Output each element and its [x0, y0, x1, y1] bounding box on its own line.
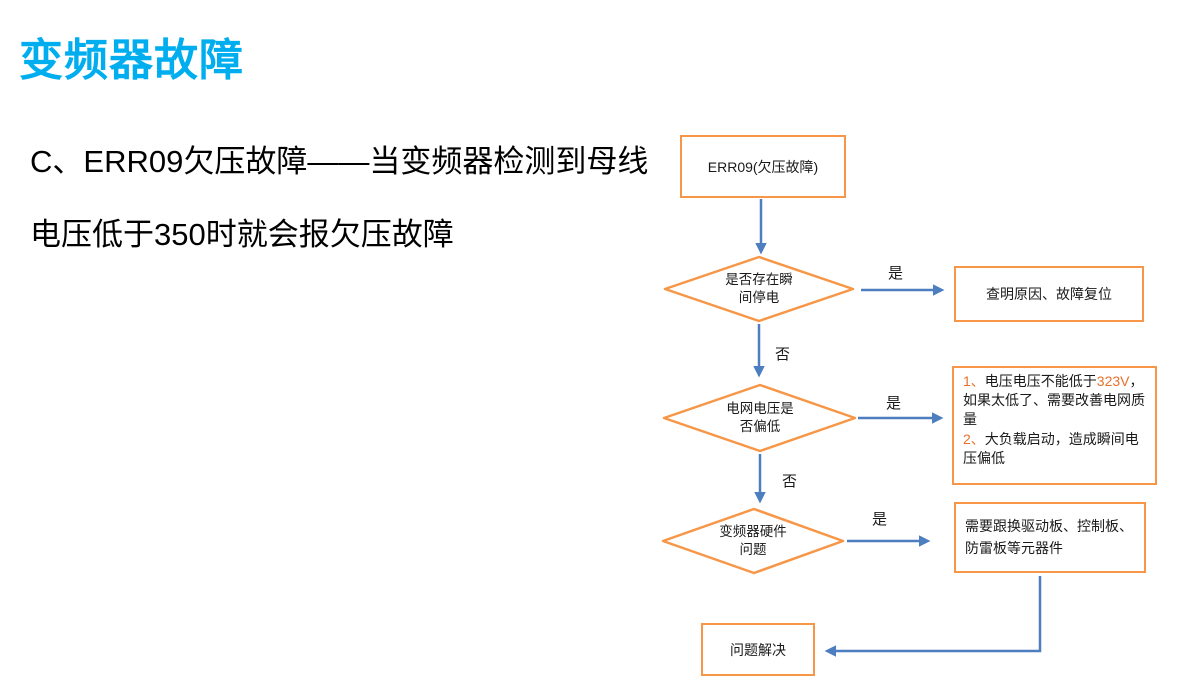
- result-node-replace-boards-label: 需要跟换驱动板、控制板、 防雷板等元器件: [965, 517, 1133, 556]
- start-node-err09: ERR09(欠压故障): [680, 135, 846, 198]
- decision3-label: 变频器硬件 问题: [719, 524, 787, 557]
- result-node-reset-fault: 查明原因、故障复位: [954, 266, 1144, 322]
- edge-label-no-2: 否: [782, 473, 798, 490]
- voltage-highlight: 323V: [1096, 373, 1130, 389]
- decision1-label: 是否存在瞬 间停电: [725, 272, 793, 305]
- decision-diamond-grid-voltage: [662, 383, 857, 453]
- body-text-line-2: 电压低于350时就会报欠压故障: [30, 217, 454, 252]
- decision2-label: 电网电压是 否偏低: [726, 401, 794, 434]
- list-number-1: 1、: [963, 373, 985, 389]
- connector-result3-to-end: [824, 576, 1042, 657]
- end-node-label: 问题解决: [730, 641, 786, 658]
- edge-label-yes-3: 是: [872, 511, 888, 528]
- decision-diamond-momentary-outage: [663, 255, 855, 323]
- end-node-problem-solved: 问题解决: [701, 623, 815, 676]
- body-text-line-1: C、ERR09欠压故障——当变频器检测到母线: [30, 144, 649, 179]
- page-title: 变频器故障: [19, 36, 244, 85]
- list-number-2: 2、: [963, 430, 985, 447]
- edge-label-yes-2: 是: [886, 395, 902, 412]
- edge-label-yes-1: 是: [888, 265, 904, 282]
- result-node-grid-voltage-advice: 1、电压电压不能低于323V， 如果太低了、需要改善电网质 量 2、大负载启动，…: [952, 366, 1157, 485]
- result-node-reset-fault-label: 查明原因、故障复位: [986, 286, 1112, 302]
- edge-label-no-1: 否: [775, 346, 791, 363]
- start-node-label: ERR09(欠压故障): [707, 158, 819, 175]
- decision-diamond-hardware-problem: [661, 507, 845, 575]
- result-node-replace-boards: 需要跟换驱动板、控制板、 防雷板等元器件: [954, 502, 1146, 573]
- result-node-grid-voltage-text: 1、电压电压不能低于323V， 如果太低了、需要改善电网质 量 2、大负载启动，…: [963, 373, 1145, 466]
